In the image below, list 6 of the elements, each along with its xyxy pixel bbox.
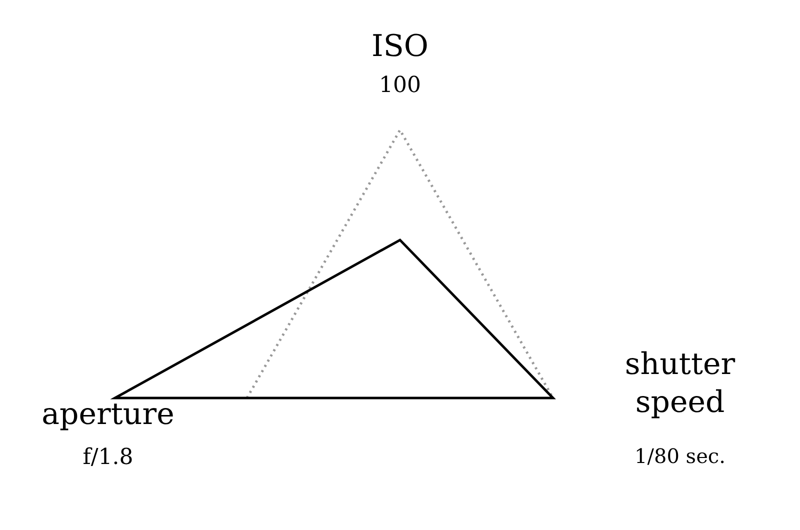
setting-value: f/1.8 [82,444,134,472]
setting-name: shutter speed [624,346,736,421]
setting-name: aperture [42,396,174,434]
setting-value: 1/80 sec. [634,444,726,469]
setting-name: ISO [372,28,428,66]
setting-value: 100 [379,72,421,100]
